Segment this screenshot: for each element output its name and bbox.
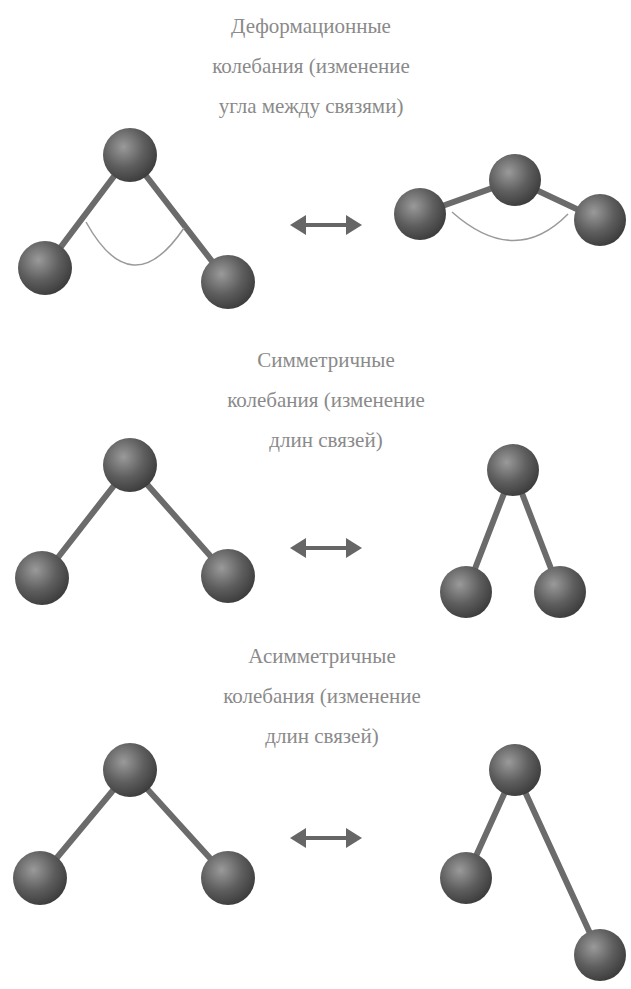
mode-heading: Деформационные колебания (изменение угла… bbox=[201, 6, 421, 126]
mode-heading: Асимметричные колебания (изменение длин … bbox=[212, 636, 432, 756]
mode-heading: Симметричные колебания (изменение длин с… bbox=[216, 340, 436, 460]
